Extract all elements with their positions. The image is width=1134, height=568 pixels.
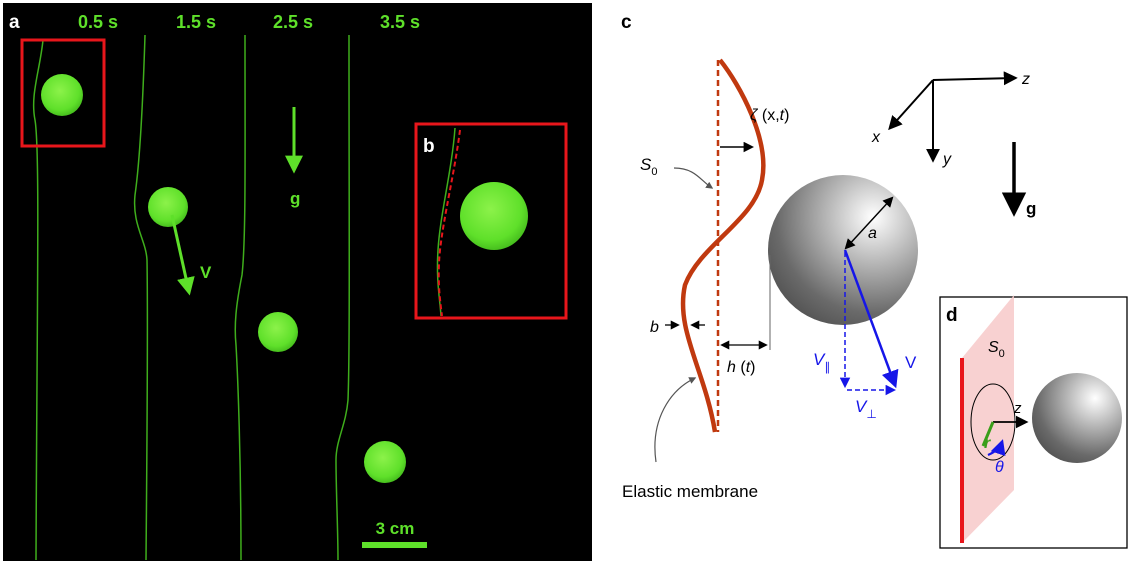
velocity-label: V [200,263,212,282]
elastic-membrane [680,58,766,433]
scale-bar-label: 3 cm [376,519,415,538]
sphere-d [1032,373,1122,463]
panel-b-label: b [423,136,435,157]
axis-z-arrow [932,71,1018,86]
s0-label: S0 [640,155,657,178]
inset-bead [460,182,528,250]
bead-1 [148,187,188,227]
velocity-perpendicular-label: V⊥ [855,397,877,421]
axis-x-arrow [888,79,934,131]
time-label-3: 3.5 s [380,12,420,32]
reference-plane-d [962,295,1014,543]
r-label: r [984,435,991,452]
panel-a-label: a [9,12,20,33]
b-label: b [650,319,659,336]
radius-arrow [844,196,894,250]
velocity-arrow [170,214,195,296]
axis-z-label-d: z [1013,400,1022,417]
time-label-0: 0.5 s [78,12,118,32]
membrane-trace-0 [32,39,44,561]
theta-label: θ [995,459,1004,476]
panel-b: b [414,122,568,320]
gravity-label: g [290,189,300,208]
velocity-vector-label: V [905,353,917,372]
bead-0 [41,74,83,116]
time-label-2: 2.5 s [273,12,313,32]
membrane-trace-3 [335,34,350,561]
axis-z-label: z [1021,71,1030,88]
panel-d-label: d [946,305,958,326]
velocity-vector [843,249,899,389]
sphere [768,175,918,325]
axis-y-label: y [942,151,952,168]
s0-pointer [673,167,714,189]
membrane-trace-1 [133,34,149,561]
membrane-trace-2 [234,34,246,561]
velocity-parallel-label: V∥ [813,350,830,374]
scale-bar [362,542,427,548]
r-arrow [981,421,995,447]
membrane-label: Elastic membrane [622,482,758,501]
bead-2 [258,312,298,352]
time-label-1: 1.5 s [176,12,216,32]
inset-fit-curve [437,129,461,317]
panel-c-label: c [621,12,632,33]
theta-arrow [987,439,1006,457]
s0-label-d: S0 [988,339,1005,360]
radius-label: a [868,225,877,242]
panel-c: c ζ (x,t) S0 b a h (t) V V∥ V⊥ Ela [621,12,1036,501]
highlight-box-a [20,38,106,148]
axis-x-label: x [871,129,881,146]
membrane-pointer [654,377,697,463]
zeta-label: ζ (x,t) [750,107,789,124]
gravity-label-c: g [1026,199,1036,218]
panel-d: d S0 z r θ [939,295,1128,549]
bead-3 [364,441,406,483]
gap-label: h (t) [727,359,755,376]
panel-a: a 0.5 s 1.5 s 2.5 s 3.5 s V g 3 cm b [3,3,592,561]
